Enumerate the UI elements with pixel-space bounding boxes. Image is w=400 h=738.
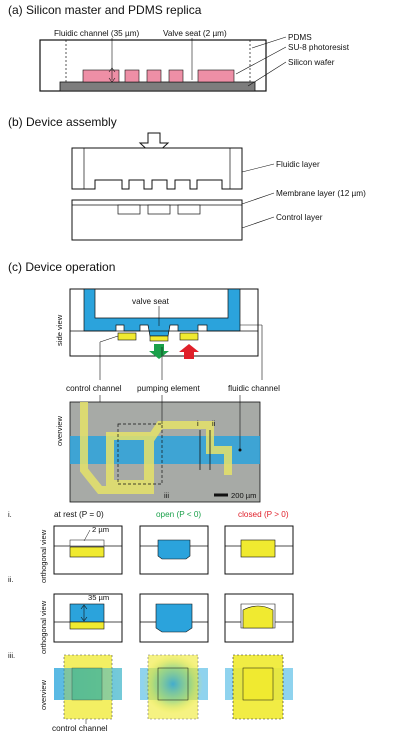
close-arrow-icon — [179, 344, 199, 359]
section-a-title: (a) Silicon master and PDMS replica — [8, 3, 202, 17]
closed-label: closed (P > 0) — [238, 510, 289, 519]
su8-feature — [124, 69, 140, 83]
control-channel-bottom-label: control channel — [52, 724, 108, 733]
valve-seat-side-label: valve seat — [132, 297, 170, 306]
row-i: orthogonal view 2 µm — [39, 525, 294, 583]
overview-label: overview — [55, 416, 64, 446]
section-c-title: (c) Device operation — [8, 260, 115, 274]
control-channel-label: control channel — [66, 384, 122, 393]
fluidic-channel-side-label: fluidic channel — [228, 384, 280, 393]
fluidic-layer-label: Fluidic layer — [276, 160, 320, 169]
open-label: open (P < 0) — [156, 510, 201, 519]
row-iii: iii. overview control channel — [8, 651, 293, 733]
at-rest-label: at rest (P = 0) — [54, 510, 104, 519]
marker-iii: iii — [164, 491, 169, 500]
pdms-label: PDMS — [288, 33, 312, 42]
section-b: (b) Device assembly Fluidic layer Membra… — [8, 115, 366, 241]
scale-bar-label: 200 µm — [231, 491, 256, 500]
row-iii-marker: iii. — [8, 651, 15, 660]
su8-feature — [168, 69, 184, 83]
section-b-title: (b) Device assembly — [8, 115, 117, 129]
section-c: (c) Device operation side view valve sea… — [8, 260, 280, 503]
section-a: (a) Silicon master and PDMS replica Flui… — [8, 3, 350, 92]
membrane-layer-label: Membrane layer (12 µm) — [276, 189, 366, 198]
row-i-marker: i. — [8, 510, 12, 519]
row-ii-marker: ii. — [8, 575, 13, 584]
control-layer-label: Control layer — [276, 213, 323, 222]
side-view-label: side view — [55, 314, 64, 346]
overview-label-iii: overview — [39, 680, 48, 710]
pump-chamber — [179, 332, 199, 341]
valve-seat-label: Valve seat (2 µm) — [163, 29, 227, 38]
marker-i: i — [197, 419, 199, 428]
pump-chamber — [149, 335, 169, 342]
su8-feature — [146, 69, 162, 83]
fluidic-layer — [71, 147, 243, 190]
pumping-element-label: pumping element — [137, 384, 201, 393]
su8-feature — [197, 69, 235, 83]
open-arrow-icon — [149, 344, 169, 359]
fluidic-channel-label: Fluidic channel (35 µm) — [54, 29, 140, 38]
silicon-wafer — [59, 81, 256, 92]
orthogonal-view-label-ii: orthogonal view — [39, 600, 48, 654]
dim-35um-label: 35 µm — [88, 593, 109, 602]
dim-2um-label: 2 µm — [92, 525, 109, 534]
row-ii: ii. orthogonal view 35 µm — [8, 575, 294, 654]
marker-ii: ii — [212, 419, 216, 428]
pump-chamber — [117, 332, 137, 341]
su8-label: SU-8 photoresist — [288, 43, 350, 52]
orthogonal-view-label-i: orthogonal view — [39, 529, 48, 583]
wafer-label: Silicon wafer — [288, 58, 335, 67]
fluid-channel-side — [83, 288, 241, 337]
row-headers: i. at rest (P = 0) open (P < 0) closed (… — [8, 510, 289, 519]
